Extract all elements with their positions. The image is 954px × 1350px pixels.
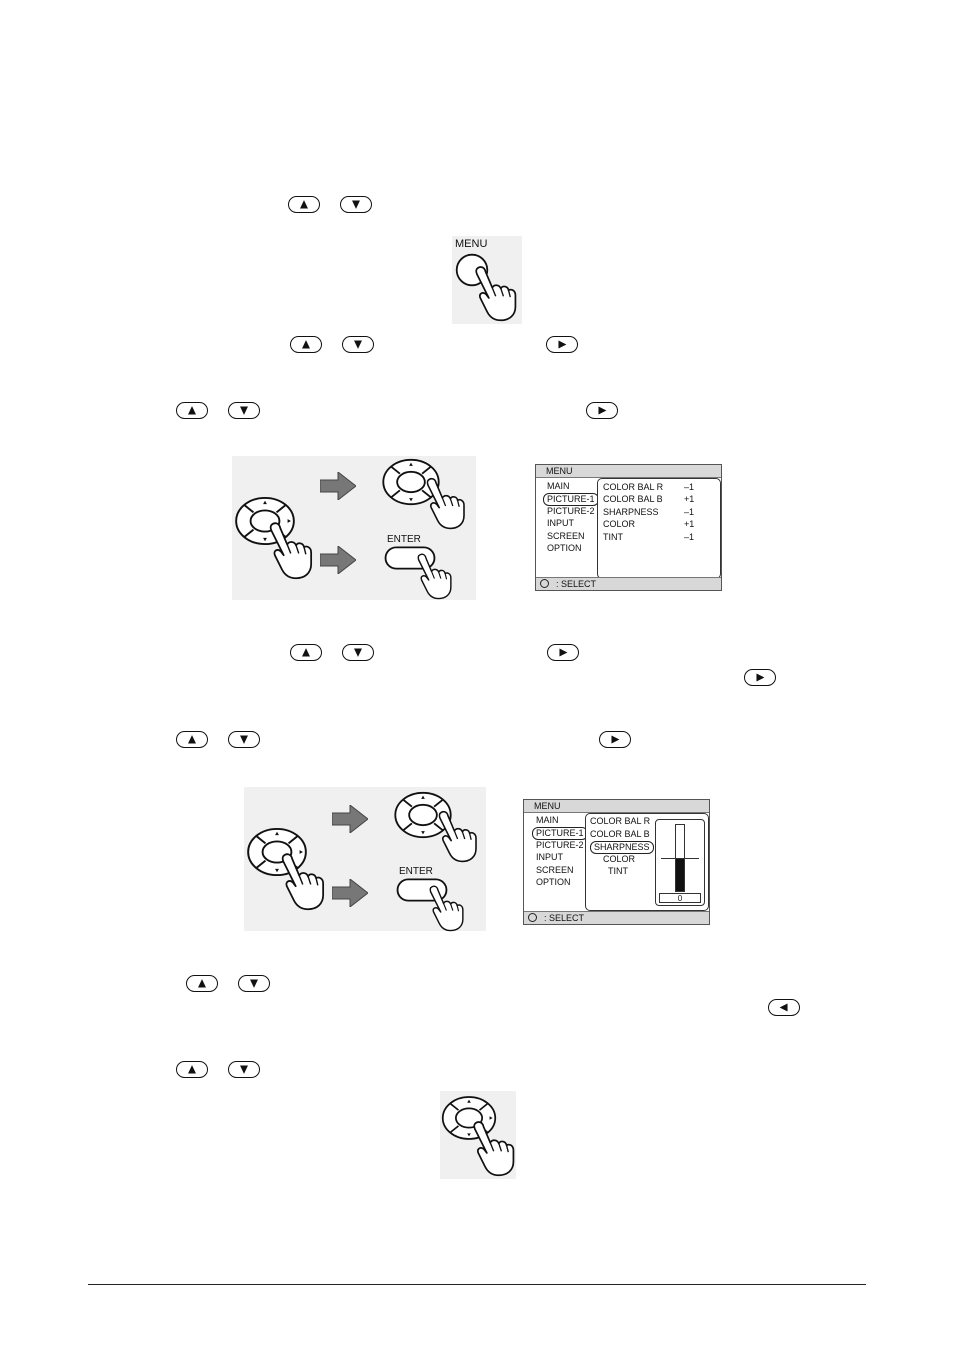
pointing-hand-icon (468, 262, 520, 322)
osd-sub-item-value: +1 (684, 519, 694, 530)
osd-menu-item-main[interactable]: MAIN (547, 481, 570, 492)
osd-sub-item-label[interactable]: SHARPNESS (603, 507, 659, 518)
down-arrow-key-icon (228, 1061, 260, 1078)
osd-sub-item-label[interactable]: SHARPNESS (590, 841, 654, 854)
gray-arrow-icon (332, 805, 368, 833)
dpad-press-illustration (440, 1091, 516, 1179)
osd-footer-text: : SELECT (544, 913, 584, 923)
pointing-hand-icon (428, 807, 484, 863)
down-arrow-key-icon (228, 402, 260, 419)
osd-footer: : SELECT (536, 577, 721, 590)
enter-button-label: ENTER (387, 534, 421, 545)
remote-operation-figure-1: ENTER (232, 456, 476, 600)
osd-menu-item-picture2[interactable]: PICTURE-2 (547, 506, 595, 517)
osd-sub-item-label[interactable]: COLOR BAL R (590, 816, 650, 827)
menu-button-label: MENU (455, 238, 487, 250)
down-arrow-key-icon (342, 336, 374, 353)
down-arrow-key-icon (238, 975, 270, 992)
down-arrow-key-icon (228, 731, 260, 748)
dpad-small-icon (528, 913, 537, 922)
osd-sub-item-label[interactable]: COLOR BAL R (603, 482, 663, 493)
osd-title: MENU (524, 800, 709, 813)
enter-button-label: ENTER (399, 866, 433, 877)
menu-button-illustration: MENU (452, 236, 522, 324)
osd-sub-item-label[interactable]: COLOR (603, 519, 635, 530)
osd-menu-item-option[interactable]: OPTION (536, 877, 571, 888)
right-arrow-key-icon (586, 402, 618, 419)
osd-menu-sharpness: MENU MAIN PICTURE-1 PICTURE-2 INPUT SCRE… (523, 799, 710, 925)
osd-footer-text: : SELECT (556, 579, 596, 589)
osd-menu-item-screen[interactable]: SCREEN (536, 865, 574, 876)
osd-footer: : SELECT (524, 911, 709, 924)
page-footer-rule (88, 1284, 866, 1285)
pointing-hand-icon (274, 849, 328, 911)
osd-slider-center-line (661, 858, 699, 859)
gray-arrow-icon (332, 879, 368, 907)
osd-sub-item-value: –1 (684, 507, 694, 518)
osd-menu-item-picture1[interactable]: PICTURE-1 (532, 827, 588, 840)
up-arrow-key-icon (176, 1061, 208, 1078)
osd-sub-item-label[interactable]: TINT (608, 866, 628, 877)
osd-slider-fill (676, 858, 684, 891)
remote-operation-figure-2: ENTER (244, 787, 486, 931)
right-arrow-key-icon (546, 336, 578, 353)
right-arrow-key-icon (599, 731, 631, 748)
osd-sub-item-label[interactable]: TINT (603, 532, 623, 543)
pointing-hand-icon (416, 474, 472, 530)
right-arrow-key-icon (744, 669, 776, 686)
osd-submenu-panel: COLOR BAL R –1 COLOR BAL B +1 SHARPNESS … (597, 478, 721, 579)
pointing-hand-icon (420, 882, 470, 932)
osd-sub-item-label[interactable]: COLOR (603, 854, 635, 865)
pointing-hand-icon (262, 518, 316, 580)
right-arrow-key-icon (547, 644, 579, 661)
up-arrow-key-icon (290, 336, 322, 353)
down-arrow-key-icon (340, 196, 372, 213)
osd-submenu-panel: COLOR BAL R COLOR BAL B SHARPNESS COLOR … (585, 813, 709, 911)
osd-menu-picture1: MENU MAIN PICTURE-1 PICTURE-2 INPUT SCRE… (535, 464, 722, 591)
osd-menu-item-picture1[interactable]: PICTURE-1 (543, 493, 599, 506)
down-arrow-key-icon (342, 644, 374, 661)
gray-arrow-icon (320, 546, 356, 574)
osd-slider-panel: 0 (655, 819, 705, 906)
osd-menu-item-input[interactable]: INPUT (536, 852, 563, 863)
osd-sub-item-value: +1 (684, 494, 694, 505)
osd-sub-item-value: –1 (684, 532, 694, 543)
left-arrow-key-icon (768, 999, 800, 1016)
up-arrow-key-icon (176, 731, 208, 748)
osd-menu-item-main[interactable]: MAIN (536, 815, 559, 826)
osd-menu-item-option[interactable]: OPTION (547, 543, 582, 554)
osd-sub-item-label[interactable]: COLOR BAL B (590, 829, 650, 840)
osd-menu-item-picture2[interactable]: PICTURE-2 (536, 840, 584, 851)
gray-arrow-icon (320, 472, 356, 500)
dpad-small-icon (540, 579, 549, 588)
up-arrow-key-icon (290, 644, 322, 661)
up-arrow-key-icon (176, 402, 208, 419)
osd-sub-item-value: –1 (684, 482, 694, 493)
pointing-hand-icon (466, 1117, 518, 1177)
osd-menu-item-input[interactable]: INPUT (547, 518, 574, 529)
up-arrow-key-icon (186, 975, 218, 992)
osd-title: MENU (536, 465, 721, 478)
osd-slider-value: 0 (659, 893, 701, 903)
up-arrow-key-icon (288, 196, 320, 213)
osd-sub-item-label[interactable]: COLOR BAL B (603, 494, 663, 505)
osd-menu-item-screen[interactable]: SCREEN (547, 531, 585, 542)
pointing-hand-icon (408, 550, 458, 600)
